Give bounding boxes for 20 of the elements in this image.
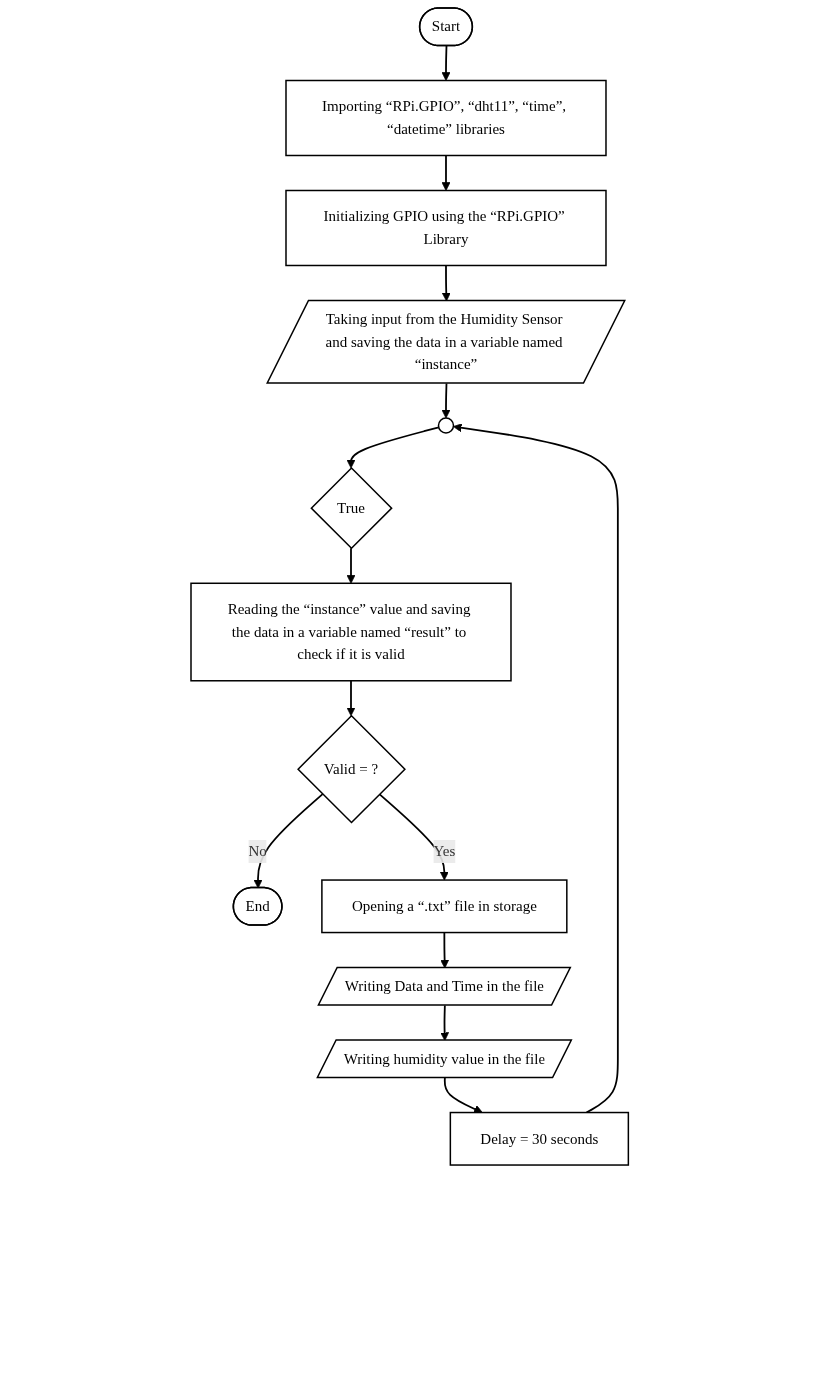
arrow [441, 154, 451, 191]
arrow [346, 679, 356, 717]
node-box: Reading the “instance” value and saving the data in a variable named “result” to check if it is valid [190, 582, 512, 682]
arrow [443, 1077, 483, 1114]
edge-label: No [248, 843, 267, 860]
arrow [452, 423, 619, 1114]
arrow [346, 547, 356, 584]
node-box: Importing “RPi.GPIO”, “dht11”, “time”, “datetime” libraries [285, 79, 607, 157]
node-diamond: Valid = ? [296, 714, 406, 824]
node-diamond: True [310, 466, 393, 550]
arrow [378, 793, 449, 881]
node-box: Initializing GPIO using the “RPi.GPIO” Library [285, 189, 607, 267]
node-box: Delay = 30 seconds [449, 1111, 629, 1166]
node-circle [437, 417, 455, 434]
arrow [346, 426, 440, 469]
edge-label: Yes [433, 843, 456, 860]
arrow [441, 382, 451, 419]
node-box: Opening a “.txt” file in storage [320, 879, 568, 934]
arrow [253, 793, 324, 889]
arrow [441, 45, 451, 81]
